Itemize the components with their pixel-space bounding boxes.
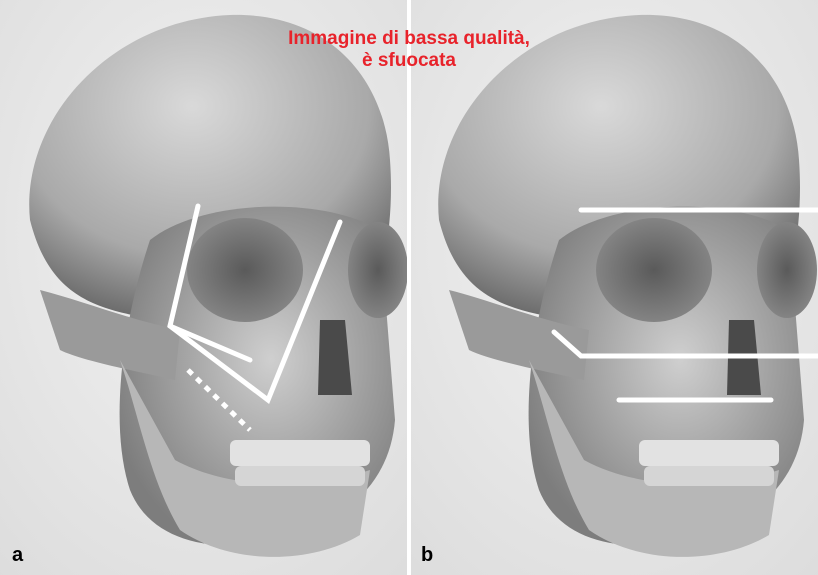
skull-icon <box>0 0 409 575</box>
quality-note-line-1: Immagine di bassa qualità, <box>0 28 818 50</box>
quality-note: Immagine di bassa qualità, è sfuocata <box>0 28 818 72</box>
panel-label-a: a <box>12 544 23 567</box>
panel-a: a <box>0 0 409 575</box>
skull-icon <box>409 0 818 575</box>
panel-label-b: b <box>421 544 433 567</box>
quality-note-line-2: è sfuocata <box>0 50 818 72</box>
panel-divider <box>407 0 411 575</box>
panel-b: b <box>409 0 818 575</box>
